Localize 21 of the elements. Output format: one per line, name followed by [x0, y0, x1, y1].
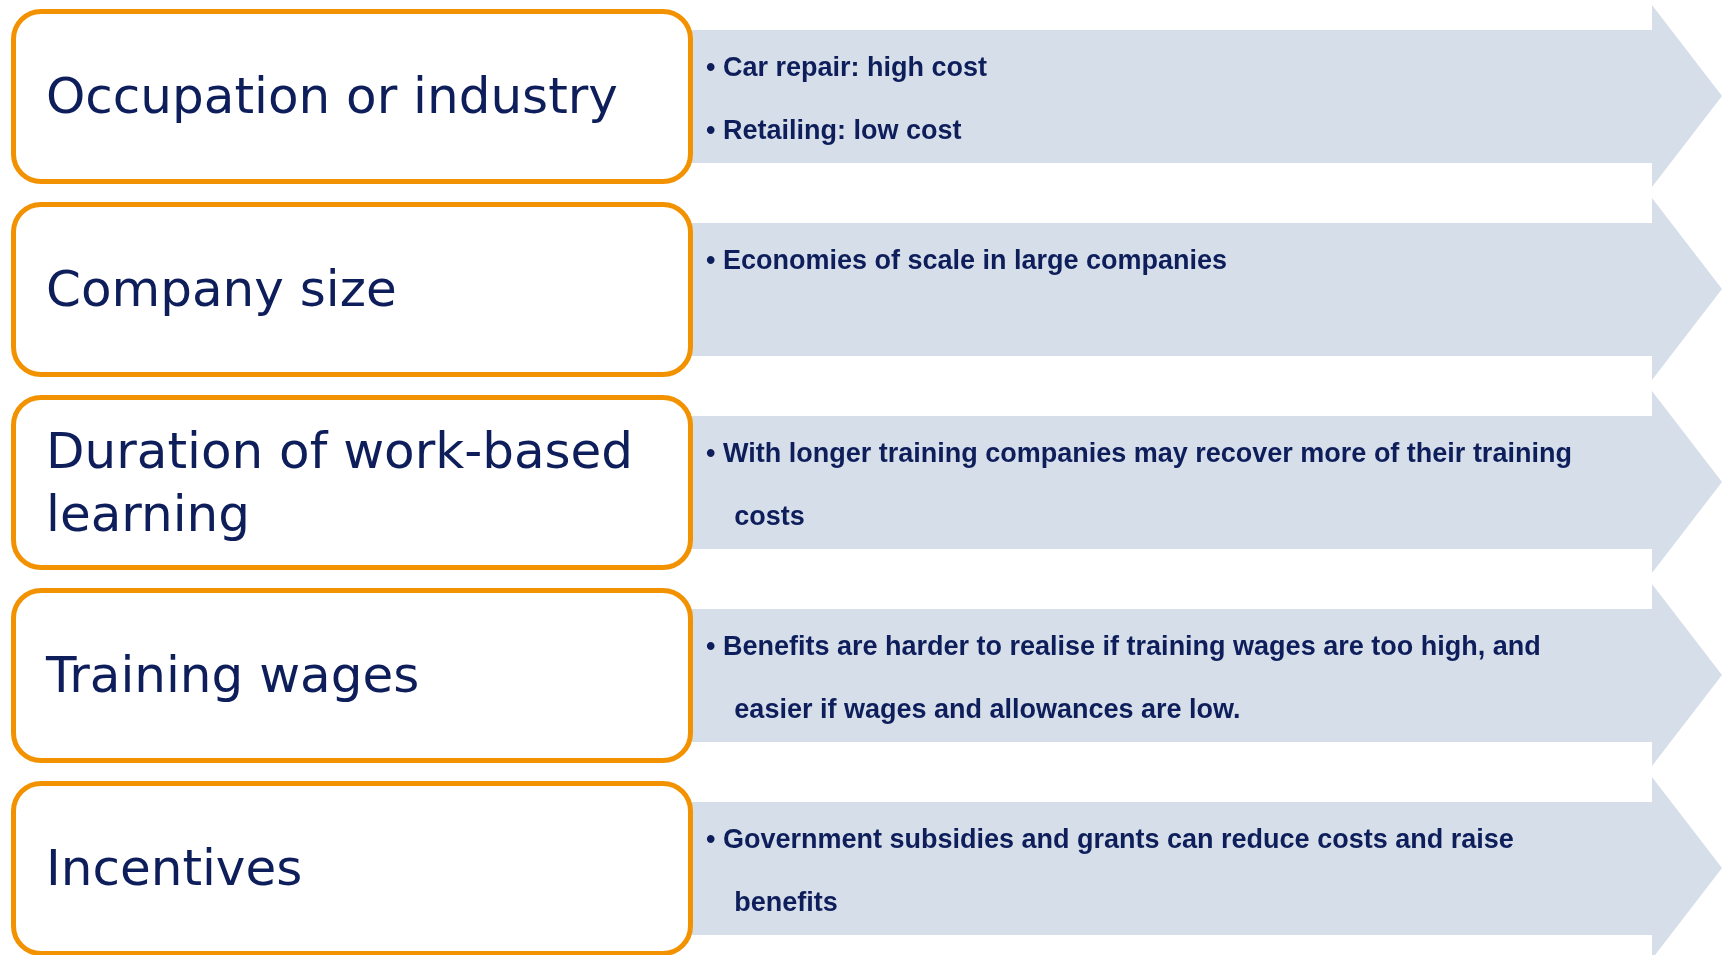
factor-title: Incentives: [46, 838, 303, 900]
arrow-banner: [690, 777, 1722, 955]
arrow-banner: [690, 5, 1722, 187]
factor-box: [11, 781, 693, 955]
bullet-text: • Retailing: low cost: [706, 114, 963, 147]
arrow-banner: [690, 391, 1722, 573]
factor-box: [11, 9, 693, 184]
arrow-banner: [690, 198, 1722, 380]
bullet-text: • Government subsidies and grants can reduce costs and raise benefits: [706, 823, 1515, 919]
bullet-text: • Benefits are harder to realise if training wages are too high, and easier if wages and allowances are low.: [706, 630, 1542, 726]
factor-title: Duration of work-based learning: [46, 421, 635, 545]
factor-title: Occupation or industry: [46, 66, 618, 128]
factor-box: [11, 588, 693, 763]
bullet-text: • Car repair: high cost: [706, 51, 988, 84]
factor-box: [11, 395, 693, 570]
arrow-banner: [690, 584, 1722, 766]
factor-title: Training wages: [46, 645, 420, 707]
bullet-text: • Economies of scale in large companies: [706, 244, 1229, 277]
factor-title: Company size: [46, 259, 397, 321]
bullet-text: • With longer training companies may recover more of their training costs: [706, 437, 1573, 533]
factor-box: [11, 202, 693, 377]
